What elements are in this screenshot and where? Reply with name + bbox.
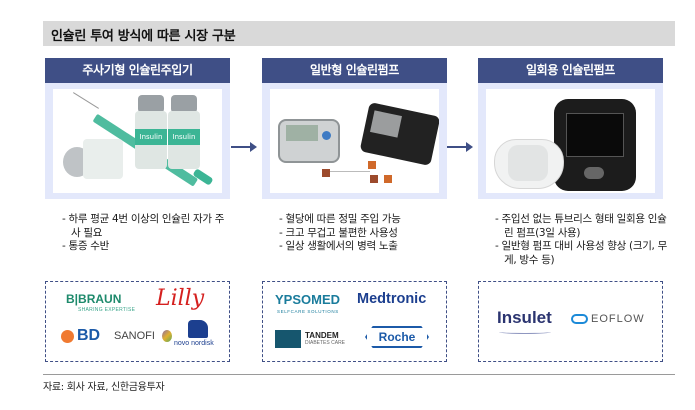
insulin-label: Insulin [168,129,200,145]
bullet-item: - 주입선 없는 튜브리스 형태 일회용 인슐린 펌프(3일 사용) [495,213,667,239]
ypsomed-tagline: SELFCARE SOLUTIONS [277,309,339,314]
tandem-emblem-icon [275,330,301,348]
panel-syringe: 주사기형 인슐린주입기 Insulin Insulin [45,58,230,199]
bbraun-tagline: SHARING EXPERTISE [78,307,136,313]
bullet-item: - 혈당에 따른 정밀 주입 가능 [279,213,401,225]
bbraun-logo: B|BRAUN [66,292,122,306]
company-logos-box: B|BRAUN SHARING EXPERTISE Lilly BD SANOF… [45,281,230,362]
sanofi-logo: SANOFI [114,330,155,342]
tandem-logo: TANDEM [305,331,339,340]
bullet-list: - 하루 평균 4번 이상의 인슐린 자가 주사 필요 - 통증 수반 [62,213,232,254]
title-bar: 인슐린 투여 방식에 따른 시장 구분 [43,21,675,46]
bullet-item: - 일반형 펌프 대비 사용성 향상 (크기, 무게, 방수 등) [495,240,667,266]
medtronic-logo: Medtronic [357,291,427,307]
bullet-list: - 혈당에 따른 정밀 주입 가능 - 크고 무겁고 불편한 사용성 - 일상 … [279,213,459,254]
panel-header: 주사기형 인슐린주입기 [45,58,230,83]
panel-tubed-pump: 일반형 인슐린펌프 [262,58,447,199]
panel-header: 일회용 인슐린펌프 [478,58,663,83]
insulin-label: Insulin [135,129,167,145]
insulet-logo: Insulet [497,308,552,327]
bd-emblem-icon [61,330,74,343]
bullet-item: - 통증 수반 [62,240,110,252]
patch-pump-image [486,89,655,193]
roche-logo: Roche [365,326,429,348]
bullet-item: - 일상 생활에서의 병력 노출 [279,240,398,252]
bd-logo: BD [77,327,101,344]
image-frame [262,83,447,199]
lilly-logo: Lilly [156,286,205,311]
sanofi-bird-icon [162,330,172,342]
bullet-list: - 주입선 없는 튜브리스 형태 일회용 인슐린 펌프(3일 사용) - 일반형… [495,213,670,267]
ypsomed-logo: YPSOMED [275,292,341,307]
company-logos-box: Insulet EOFLOW [478,281,663,362]
image-frame [478,83,663,199]
source-note: 자료: 회사 자료, 신한금융투자 [43,382,165,393]
insulet-swoosh-icon [499,330,551,334]
panel-header: 일반형 인슐린펌프 [262,58,447,83]
eoflow-emblem-icon [571,314,588,324]
novo-bull-icon [188,320,208,338]
eoflow-logo: EOFLOW [591,313,645,325]
page-title: 인슐린 투여 방식에 따른 시장 구분 [51,29,236,44]
arrow-right-icon [231,142,257,152]
tubed-pump-image [270,89,439,193]
company-logos-box: YPSOMED SELFCARE SOLUTIONS Medtronic TAN… [262,281,447,362]
arrow-right-icon [447,142,473,152]
panel-patch-pump: 일회용 인슐린펌프 [478,58,663,199]
insulin-vials-image: Insulin Insulin [53,89,222,193]
novo-nordisk-logo: novo nordisk [174,340,214,347]
image-frame: Insulin Insulin [45,83,230,199]
tandem-tagline: DIABETES CARE [305,340,346,346]
bullet-item: - 크고 무겁고 불편한 사용성 [279,226,398,239]
divider [43,374,675,375]
bullet-item: - 하루 평균 4번 이상의 인슐린 자가 주사 필요 [62,213,225,239]
